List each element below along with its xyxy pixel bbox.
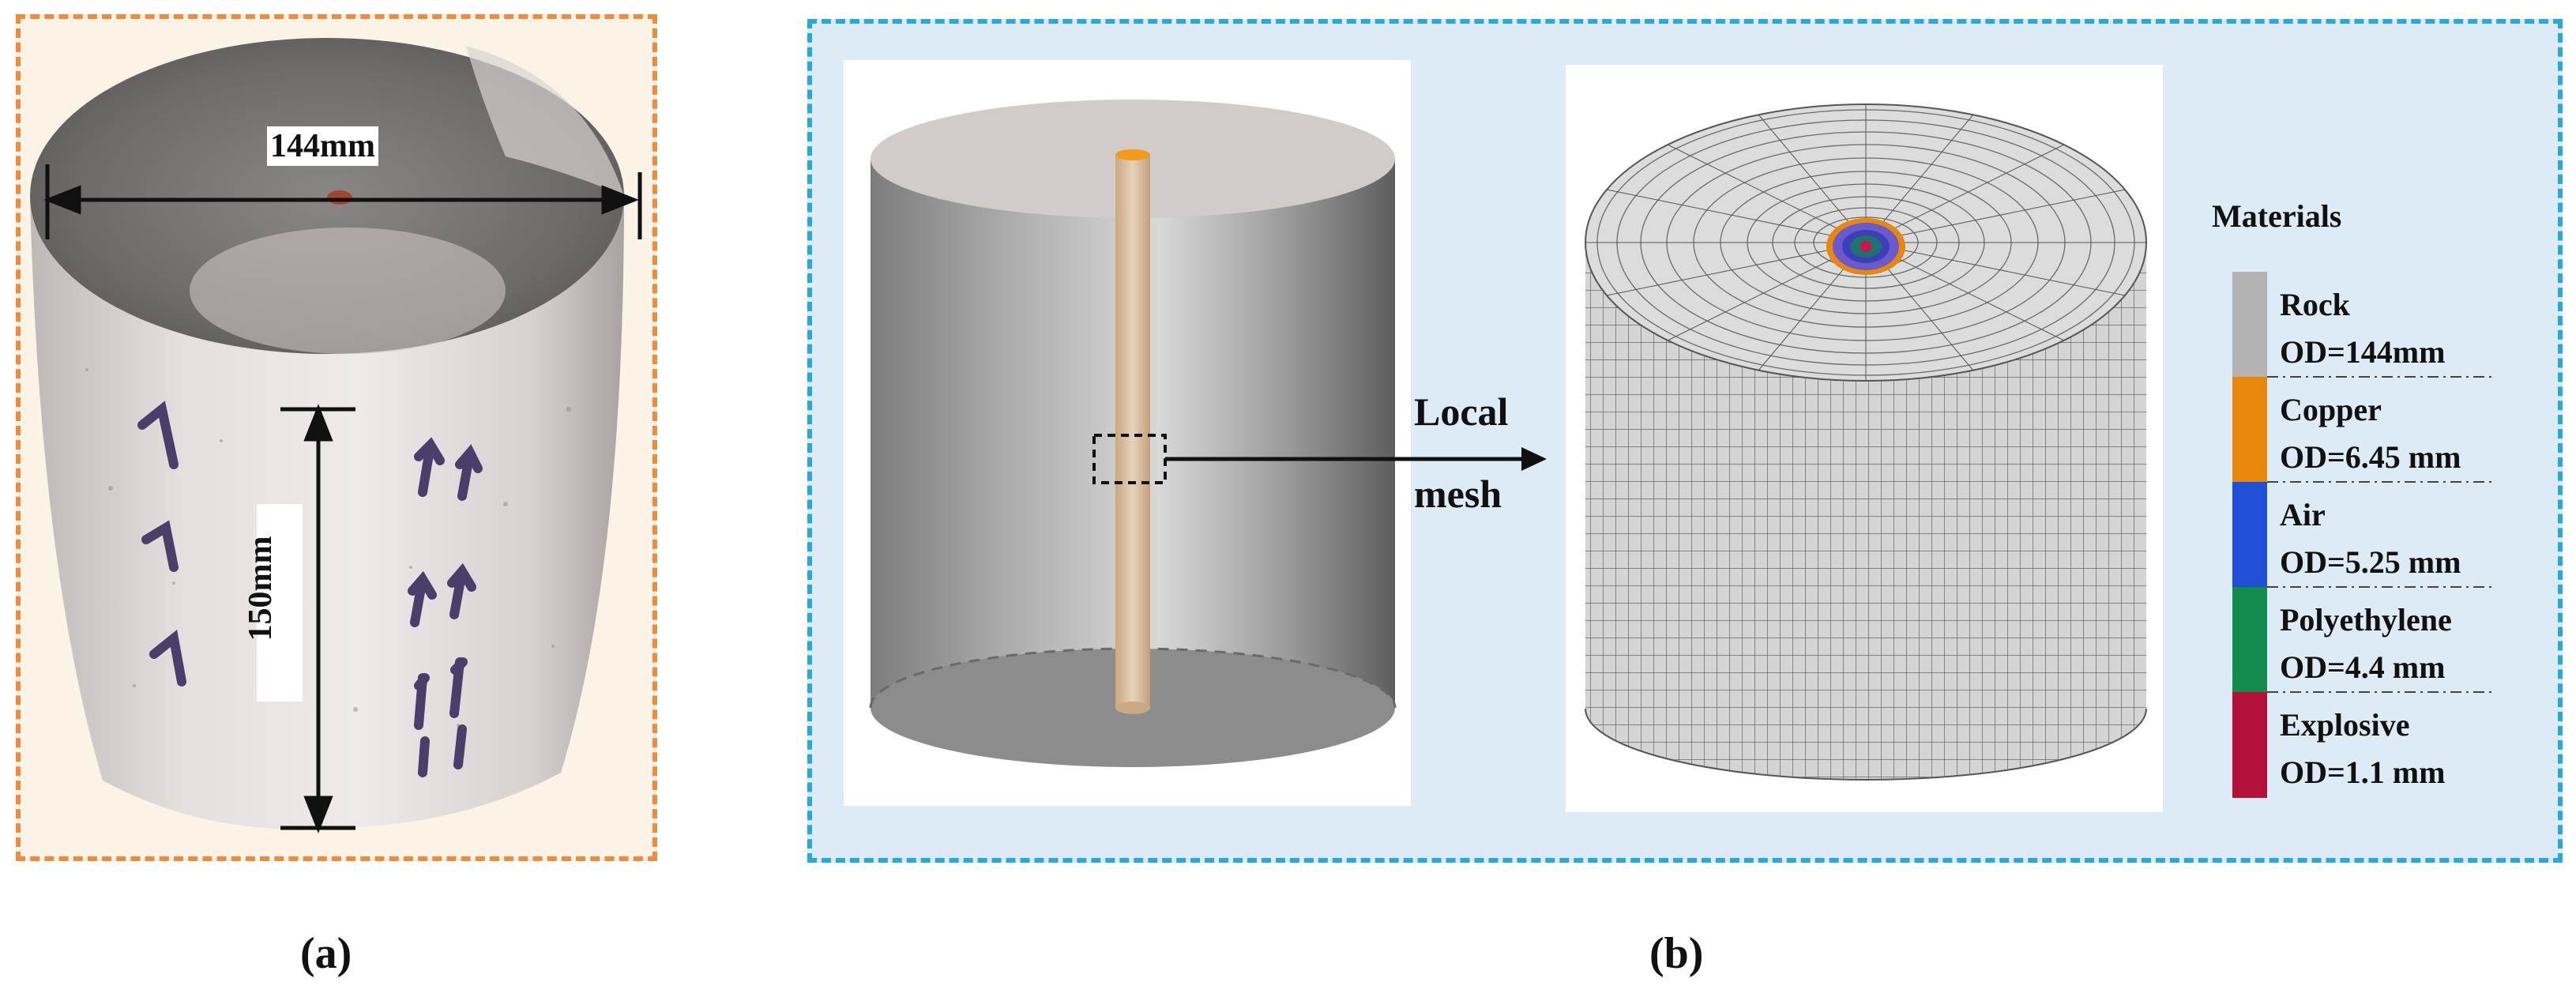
diameter-label: 144mm [267, 126, 378, 166]
local-mesh-label-line1: Local [1414, 389, 1509, 434]
cylinder-mesh-model [1585, 103, 2147, 781]
legend-item-explosive-od: OD=1.1 mm [2280, 754, 2446, 790]
caption-b: (b) [1649, 929, 1704, 978]
local-mesh-label-line2: mesh [1414, 472, 1502, 516]
legend-item-polyethylene-name: Polyethylene [2280, 602, 2452, 638]
legend-item-copper-name: Copper [2280, 392, 2382, 427]
legend-item-rock-od: OD=144mm [2280, 334, 2446, 370]
legend-item-air-od: OD=5.25 mm [2280, 544, 2461, 580]
cylinder-geometry-model [869, 100, 1547, 767]
legend-separators [2267, 376, 2496, 693]
caption-a: (a) [300, 929, 352, 978]
height-label: 150mm [243, 536, 279, 641]
legend-item-explosive-name: Explosive [2280, 707, 2410, 743]
legend-color-bar [2232, 272, 2267, 798]
legend-item-copper-od: OD=6.45 mm [2280, 439, 2461, 475]
legend-item-rock-name: Rock [2280, 287, 2350, 322]
rock-specimen-photo [30, 38, 642, 833]
legend-item-polyethylene-od: OD=4.4 mm [2280, 649, 2446, 685]
legend-title: Materials [2212, 198, 2342, 234]
legend-item-air-name: Air [2280, 497, 2326, 532]
